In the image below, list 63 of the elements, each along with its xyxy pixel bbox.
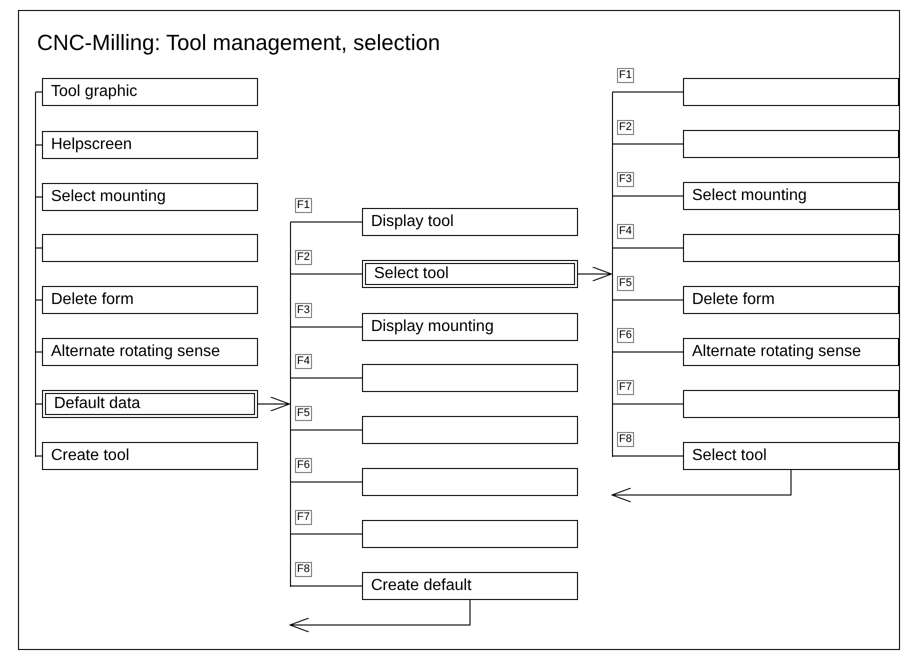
function-key-label: F1 [617,68,634,83]
menu-item-box [683,182,899,210]
function-key-label: F6 [295,458,312,473]
menu-item-label: Display tool [371,213,454,231]
empty-menu-box [683,234,899,262]
function-key-label: F1 [295,198,312,213]
empty-menu-box [362,364,578,392]
menu-item-box [362,208,578,236]
menu-item-box [42,131,258,159]
function-key-label: F2 [617,120,634,135]
menu-item-label: Create tool [51,447,130,465]
menu-item-label: Alternate rotating sense [692,343,861,361]
empty-menu-box [683,390,899,418]
menu-item-label: Helpscreen [51,136,132,154]
arrow [290,600,470,632]
menu-item-label: Create default [371,577,472,595]
arrow [578,266,612,282]
function-key-label: F3 [295,303,312,318]
menu-item-box [683,286,899,314]
menu-item-label: Default data [54,395,140,413]
menu-item-box [362,572,578,600]
function-key-label: F5 [295,406,312,421]
menu-item-label: Display mounting [371,318,494,336]
connector-line [290,326,362,328]
function-key-label: F6 [617,328,634,343]
menu-item-label: Select tool [692,447,767,465]
function-key-label: F5 [617,276,634,291]
menu-item-box [683,338,899,366]
menu-item-label: Delete form [51,291,134,309]
menu-item-box [362,313,578,341]
empty-menu-box [42,234,258,262]
menu-item-label: Tool graphic [51,83,138,101]
function-key-label: F8 [617,432,634,447]
function-key-label: F7 [295,510,312,525]
menu-item-box [42,442,258,470]
empty-menu-box [683,78,899,106]
function-key-label: F4 [295,354,312,369]
arrow [612,470,792,502]
menu-item-box [42,286,258,314]
menu-item-box [362,260,578,288]
function-key-label: F2 [295,250,312,265]
empty-menu-box [362,416,578,444]
diagram-title: CNC-Milling: Tool management, selection [37,30,440,56]
menu-item-label: Delete form [692,291,775,309]
empty-menu-box [362,520,578,548]
function-key-label: F8 [295,562,312,577]
arrow [258,396,290,412]
menu-item-box [683,442,899,470]
function-key-label: F3 [617,172,634,187]
connector-line [35,196,42,198]
menu-item-label: Select tool [374,265,449,283]
empty-menu-box [362,468,578,496]
function-key-label: F4 [617,224,634,239]
menu-item-label: Select mounting [51,188,166,206]
menu-item-box [42,78,258,106]
connector-line [35,144,42,146]
empty-menu-box [683,130,899,158]
function-key-label: F7 [617,380,634,395]
menu-item-label: Alternate rotating sense [51,343,220,361]
menu-item-label: Select mounting [692,187,807,205]
menu-item-box [42,390,258,418]
menu-item-box [42,183,258,211]
menu-item-box [42,338,258,366]
